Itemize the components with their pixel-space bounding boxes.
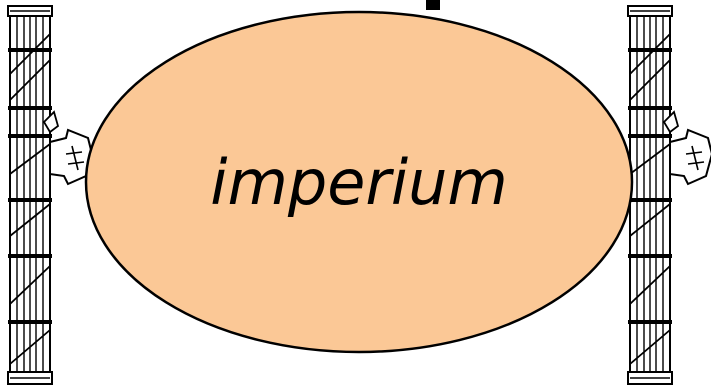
- imperium-ellipse: [84, 10, 634, 354]
- left-fasces-icon: [6, 4, 94, 386]
- ellipse-label: imperium: [210, 146, 508, 219]
- right-fasces-icon: [626, 4, 711, 386]
- cropped-glyph-icon: [426, 0, 440, 10]
